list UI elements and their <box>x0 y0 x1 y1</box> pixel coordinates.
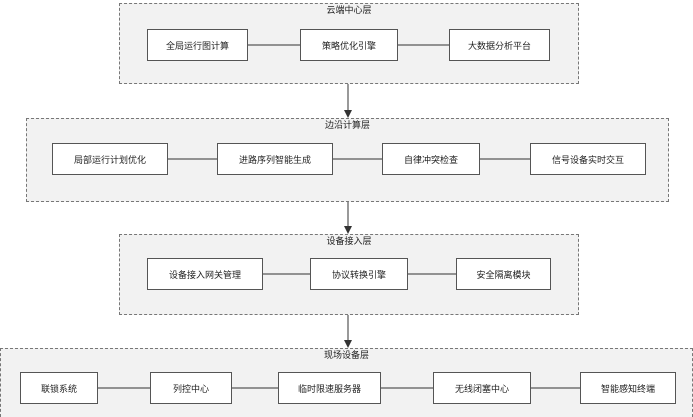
node-temp-speed-server[interactable]: 临时限速服务器 <box>278 372 381 404</box>
node-route-sequence-gen[interactable]: 进路序列智能生成 <box>217 143 333 175</box>
node-bigdata-platform[interactable]: 大数据分析平台 <box>449 29 550 61</box>
node-security-isolation[interactable]: 安全隔离模块 <box>456 258 551 290</box>
node-local-plan-optimize[interactable]: 局部运行计划优化 <box>52 143 168 175</box>
node-radio-block-center[interactable]: 无线闭塞中心 <box>433 372 531 404</box>
node-gateway-management[interactable]: 设备接入网关管理 <box>147 258 263 290</box>
node-signal-interaction[interactable]: 信号设备实时交互 <box>530 143 646 175</box>
node-conflict-check[interactable]: 自律冲突检查 <box>382 143 480 175</box>
layer-title-access: 设备接入层 <box>326 237 372 247</box>
layer-title-edge: 边沿计算层 <box>324 121 370 131</box>
node-strategy-engine[interactable]: 策略优化引擎 <box>300 29 398 61</box>
node-smart-sensing[interactable]: 智能感知终端 <box>580 372 676 404</box>
node-interlocking[interactable]: 联锁系统 <box>20 372 98 404</box>
node-protocol-engine[interactable]: 协议转换引擎 <box>310 258 408 290</box>
node-global-runplan[interactable]: 全局运行图计算 <box>147 29 248 61</box>
node-train-control-center[interactable]: 列控中心 <box>150 372 232 404</box>
layer-title-field: 现场设备层 <box>323 351 369 361</box>
layer-title-cloud: 云端中心层 <box>326 6 372 16</box>
